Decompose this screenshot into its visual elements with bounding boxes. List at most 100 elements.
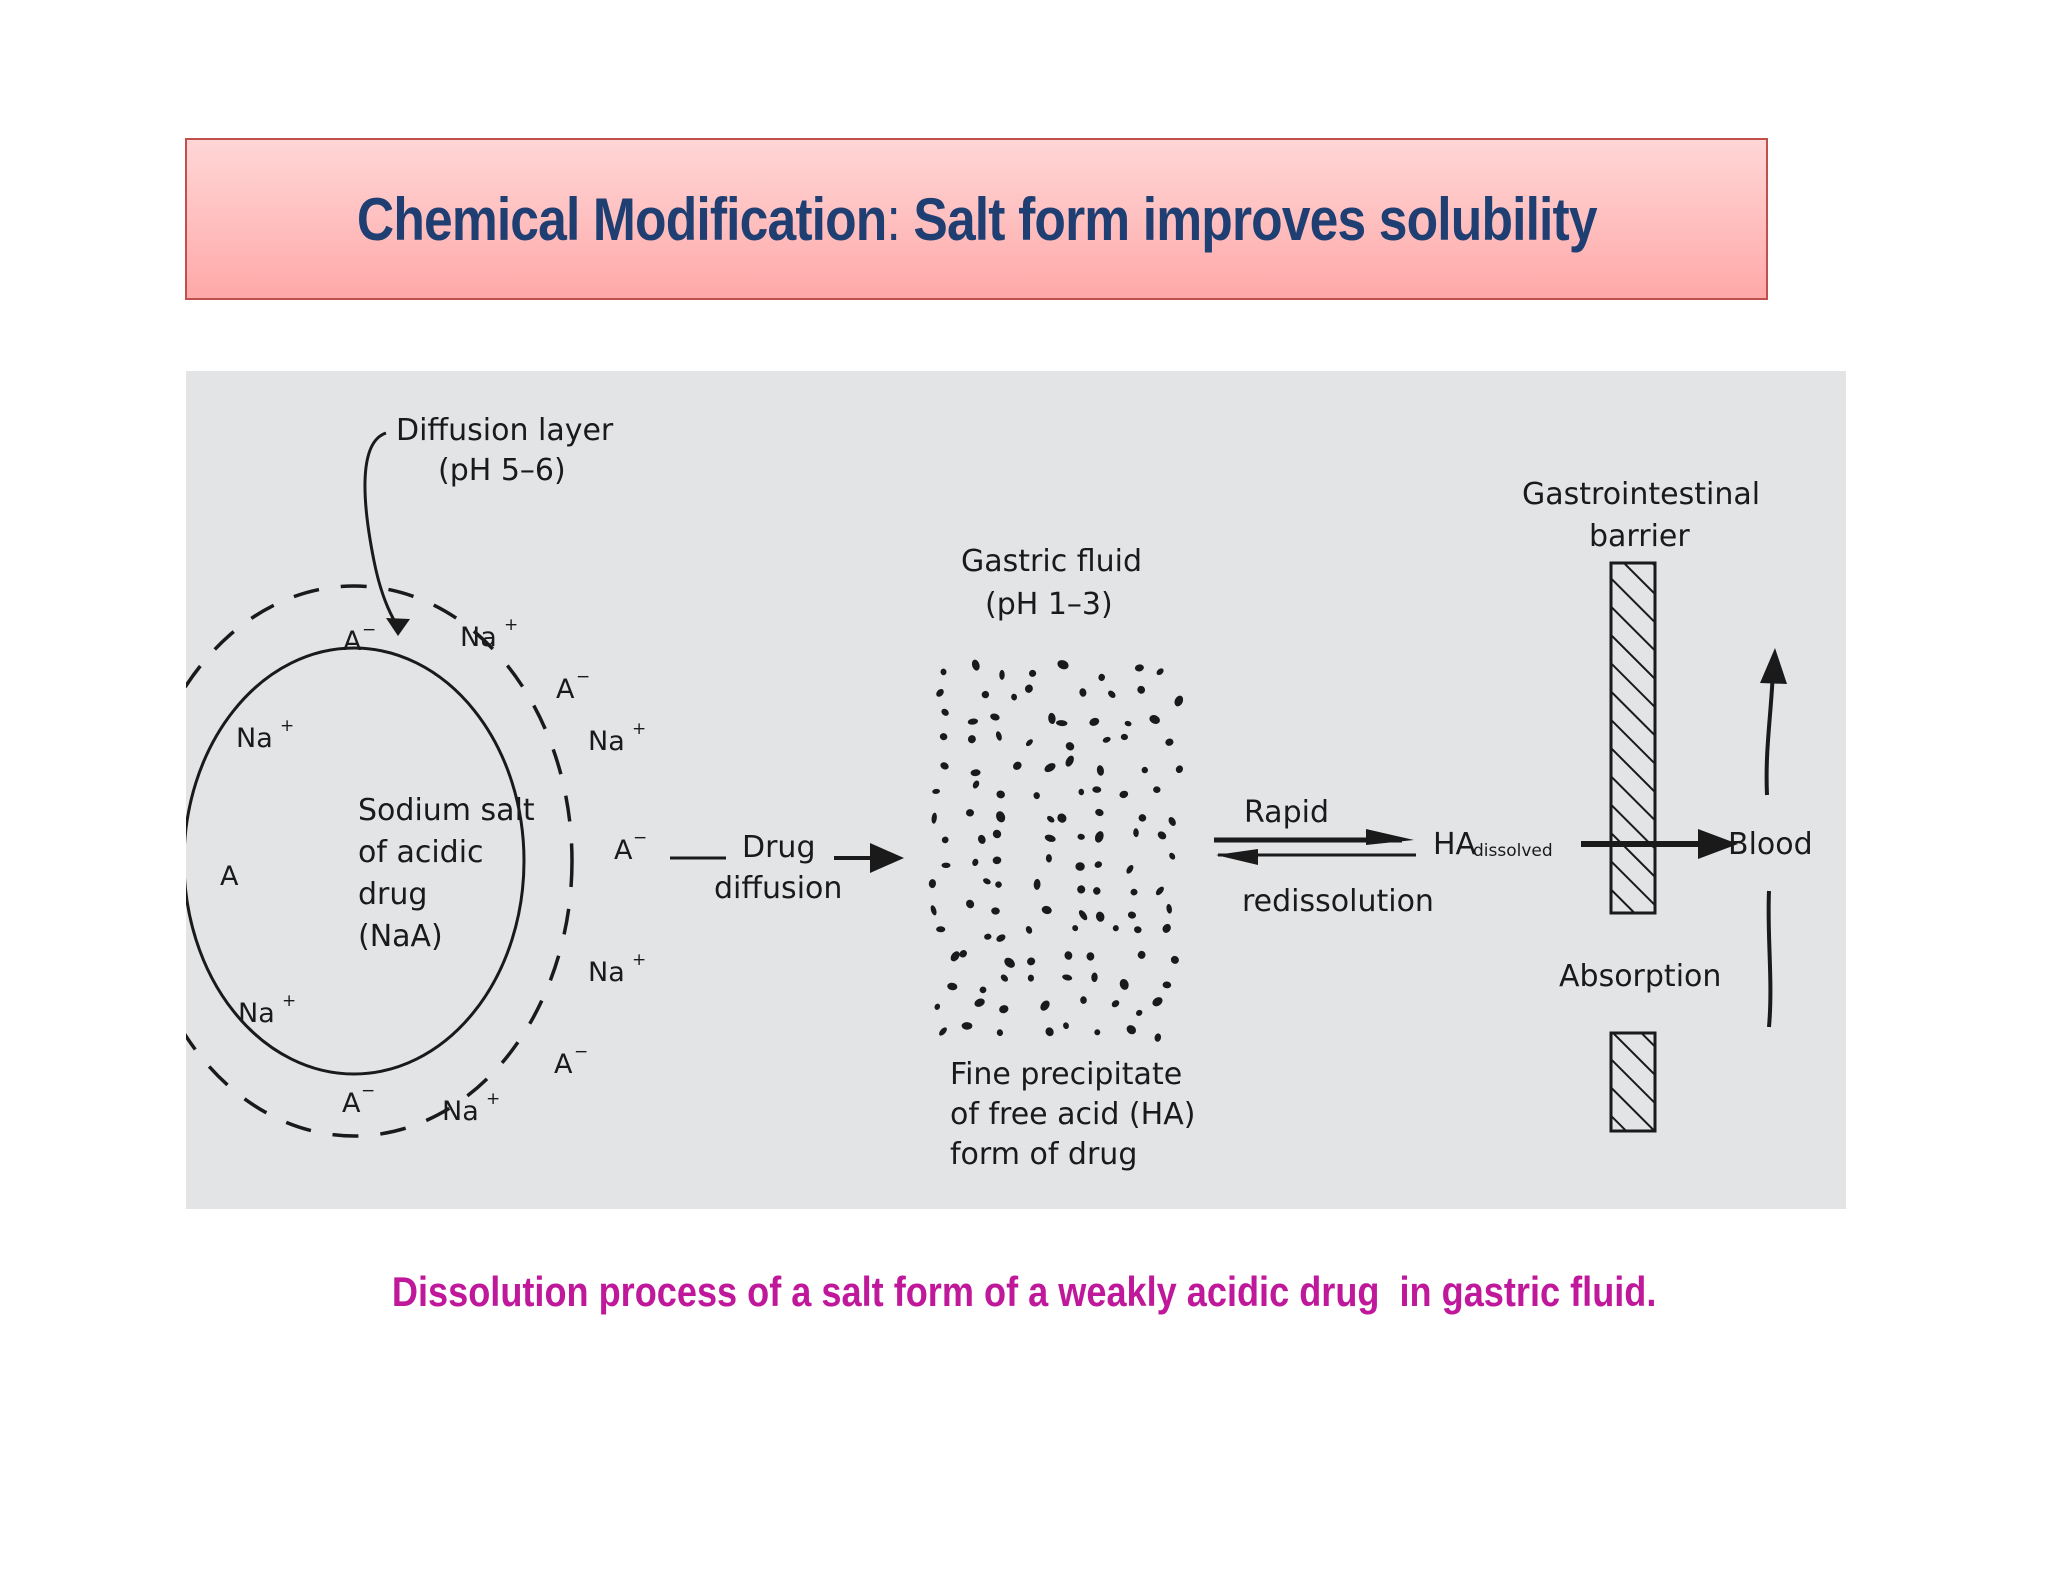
diffusion-layer-arrow bbox=[363, 431, 400, 627]
svg-text:A: A bbox=[343, 626, 362, 657]
precipitate-particle bbox=[967, 735, 976, 744]
precipitate-particle bbox=[1138, 814, 1147, 822]
precipitate-particle bbox=[1029, 669, 1037, 677]
precipitate-particle bbox=[1000, 974, 1009, 982]
precipitate-particle bbox=[1062, 974, 1073, 981]
precipitate-particle bbox=[1108, 690, 1116, 698]
svg-text:+: + bbox=[632, 719, 646, 739]
forward-arrowhead bbox=[1366, 829, 1414, 845]
ion-na-lower-right: Na+ bbox=[588, 950, 646, 988]
precipitate-particle bbox=[1046, 815, 1055, 823]
svg-text:−: − bbox=[576, 667, 590, 687]
ion-na-left-lower: Na+ bbox=[238, 991, 296, 1029]
precipitate-particle bbox=[1078, 910, 1088, 921]
salt-label-line-3: drug bbox=[358, 877, 427, 912]
precipitate-particle bbox=[1048, 712, 1056, 724]
precipitate-particle bbox=[1077, 833, 1085, 840]
precipitate-particle bbox=[977, 834, 986, 844]
absorption-arrowhead bbox=[1698, 829, 1738, 859]
ion-a-right: A− bbox=[614, 828, 647, 866]
title-separator: : bbox=[886, 185, 914, 253]
svg-text:Na: Na bbox=[238, 998, 275, 1029]
precipitate-particle bbox=[992, 829, 1002, 839]
svg-text:Na: Na bbox=[588, 957, 625, 988]
precipitate-particle bbox=[972, 780, 980, 789]
ion-na-left-upper: Na+ bbox=[236, 716, 294, 754]
precipitate-particle bbox=[1126, 1025, 1136, 1035]
precipitate-particle bbox=[1119, 790, 1129, 799]
precipitate-label-2: of free acid (HA) bbox=[950, 1097, 1195, 1132]
precipitate-particle bbox=[1162, 923, 1171, 933]
title-banner: Chemical Modification: Salt form improve… bbox=[185, 138, 1768, 300]
svg-text:Na: Na bbox=[236, 723, 273, 754]
precipitate-particle bbox=[1141, 766, 1148, 774]
precipitate-particle bbox=[1033, 792, 1040, 800]
precipitate-particle bbox=[1166, 903, 1172, 914]
precipitate-particle bbox=[1013, 761, 1022, 770]
precipitate-particle bbox=[939, 1027, 947, 1036]
precipitate-particle bbox=[1077, 885, 1086, 894]
precipitate-particle bbox=[1089, 717, 1100, 726]
precipitate-particle bbox=[1170, 955, 1179, 964]
precipitate-particle bbox=[1057, 660, 1069, 670]
precipitate-particle bbox=[991, 907, 1000, 915]
precipitate-particle bbox=[1041, 905, 1052, 915]
ion-a-lower-right: A− bbox=[554, 1042, 588, 1080]
gi-barrier-label-1: Gastrointestinal bbox=[1522, 477, 1760, 512]
reverse-arrowhead bbox=[1216, 849, 1258, 865]
precipitate-particle bbox=[974, 998, 985, 1007]
precipitate-particle bbox=[1072, 925, 1079, 932]
precipitate-particle bbox=[1056, 720, 1068, 727]
precipitate-particle bbox=[1124, 720, 1132, 727]
diffusion-layer-boundary bbox=[186, 584, 574, 1138]
precipitate-particle bbox=[983, 878, 991, 885]
precipitate-particle bbox=[1065, 755, 1074, 767]
precipitate-particle bbox=[1057, 813, 1067, 823]
ion-a-upper-right: A− bbox=[556, 667, 590, 705]
precipitate-particle bbox=[1137, 950, 1146, 959]
precipitate-particle bbox=[940, 762, 949, 770]
precipitate-particle bbox=[1094, 831, 1104, 843]
precipitate-particle bbox=[1044, 763, 1056, 773]
precipitate-particle bbox=[1080, 996, 1087, 1004]
precipitate-particle bbox=[1095, 808, 1104, 817]
precipitate-particle bbox=[1063, 1022, 1069, 1030]
svg-text:A: A bbox=[554, 1049, 573, 1080]
precipitate-particle bbox=[1040, 1000, 1050, 1011]
gi-barrier-label-2: barrier bbox=[1589, 519, 1690, 554]
precipitate-particle bbox=[1127, 911, 1137, 919]
precipitate-particle bbox=[931, 812, 937, 824]
ion-a-bottom: A− bbox=[342, 1081, 375, 1119]
precipitate-particle bbox=[1153, 786, 1161, 794]
precipitate-particle bbox=[995, 731, 1002, 741]
precipitate-particle bbox=[1004, 957, 1015, 968]
precipitate-particle bbox=[1045, 854, 1052, 863]
precipitate-particle bbox=[941, 708, 949, 716]
title-part-2: Salt form improves solubility bbox=[913, 185, 1597, 253]
svg-text:dissolved: dissolved bbox=[1473, 841, 1553, 861]
ion-a-top: A− bbox=[343, 620, 376, 657]
precipitate-particle bbox=[1134, 664, 1144, 672]
precipitate-particle bbox=[992, 856, 1002, 865]
svg-text:HA: HA bbox=[1433, 827, 1477, 862]
gi-barrier-upper bbox=[1609, 561, 1657, 915]
precipitate-particle bbox=[1119, 978, 1129, 990]
precipitate-particle bbox=[934, 1003, 941, 1010]
gastric-fluid-label: Gastric fluid bbox=[961, 544, 1142, 579]
precipitate-particle bbox=[966, 899, 975, 909]
precipitate-particle bbox=[996, 1029, 1004, 1037]
gi-barrier-lower bbox=[1609, 1031, 1657, 1133]
blood-label: Blood bbox=[1728, 827, 1813, 862]
precipitate-particle bbox=[1027, 957, 1036, 966]
precipitate-particle bbox=[999, 1005, 1009, 1014]
precipitate-particle bbox=[1091, 972, 1098, 983]
svg-text:+: + bbox=[486, 1089, 500, 1109]
rapid-label: Rapid bbox=[1244, 795, 1329, 830]
precipitate-particle bbox=[1033, 878, 1041, 890]
precipitate-particle bbox=[1126, 864, 1134, 874]
ion-na-right: Na+ bbox=[588, 719, 646, 757]
title-part-1: Chemical Modification bbox=[356, 185, 887, 253]
precipitate-particle bbox=[1098, 673, 1106, 681]
precipitate-particle bbox=[947, 982, 958, 991]
